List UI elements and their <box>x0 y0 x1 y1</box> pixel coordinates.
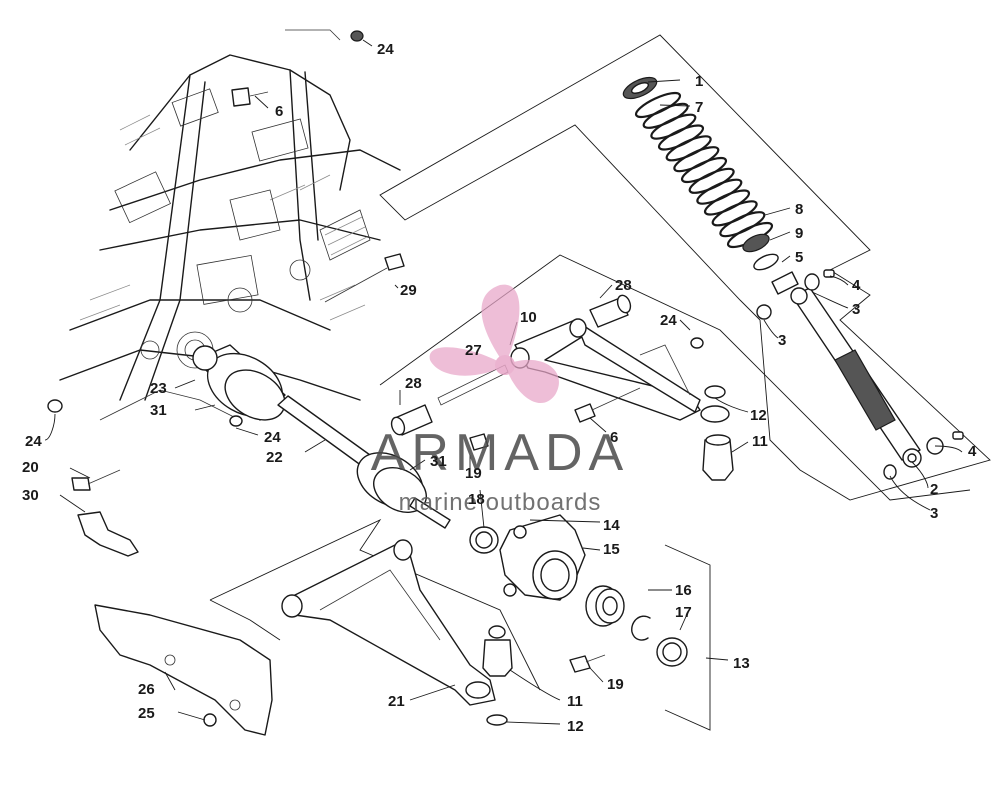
callout-5: 5 <box>795 249 803 266</box>
callout-8: 8 <box>795 201 803 218</box>
callout-23: 23 <box>150 380 167 397</box>
upper-arm-hardware <box>574 337 704 423</box>
callout-28: 28 <box>405 375 422 392</box>
assembly-outline-hub <box>664 544 711 731</box>
callout-25: 25 <box>138 705 155 722</box>
callout-19: 19 <box>607 676 624 693</box>
spring-retainer <box>622 76 658 100</box>
callout-11: 11 <box>567 693 583 710</box>
propeller-blade <box>429 347 505 376</box>
upper-a-arm <box>510 318 730 423</box>
callout-16: 16 <box>675 582 692 599</box>
leader-lines <box>44 39 963 725</box>
propeller-blade <box>481 284 520 365</box>
callout-26: 26 <box>138 681 155 698</box>
cv-axle <box>192 344 451 529</box>
callout-2: 2 <box>930 481 938 498</box>
callout-31: 31 <box>150 402 167 419</box>
callout-11: 11 <box>752 433 768 450</box>
callout-21: 21 <box>388 693 405 710</box>
callout-12: 12 <box>750 407 767 424</box>
callout-24: 24 <box>377 41 394 58</box>
assembly-outline-lower-arm <box>209 518 541 691</box>
callout-18: 18 <box>468 491 485 508</box>
lower-ball-joint <box>482 625 513 726</box>
callout-9: 9 <box>795 225 803 242</box>
watermark-brand: ARMADA <box>371 424 629 482</box>
callout-4: 4 <box>852 277 861 294</box>
callout-24: 24 <box>25 433 42 450</box>
callout-12: 12 <box>567 718 584 735</box>
callout-22: 22 <box>266 449 283 466</box>
callout-3: 3 <box>778 332 786 349</box>
callout-13: 13 <box>733 655 750 672</box>
callout-24: 24 <box>660 312 677 329</box>
callout-15: 15 <box>603 541 620 558</box>
callout-27: 27 <box>465 342 482 359</box>
vehicle-frame <box>59 29 401 421</box>
hub-seals <box>469 526 688 667</box>
steering-knuckle <box>499 514 586 601</box>
callout-19: 19 <box>465 465 482 482</box>
callout-24: 24 <box>264 429 281 446</box>
wheel-bearing <box>585 585 625 627</box>
upper-ball-joint <box>702 434 734 481</box>
callout-6: 6 <box>610 429 618 446</box>
callout-17: 17 <box>675 604 692 621</box>
callout-6: 6 <box>275 103 283 120</box>
callout-7: 7 <box>695 99 703 116</box>
frame-hardware <box>47 30 489 451</box>
shock-absorber <box>790 287 922 468</box>
callout-14: 14 <box>603 517 620 534</box>
propeller-logo <box>429 284 559 404</box>
callout-3: 3 <box>930 505 938 522</box>
callout-20: 20 <box>22 459 39 476</box>
watermark-tagline: marine outboards <box>399 489 602 516</box>
spring-adjuster <box>742 233 799 295</box>
coil-spring <box>634 91 774 249</box>
assembly-outline-shock <box>379 34 991 501</box>
callout-31: 31 <box>430 453 447 470</box>
propeller-blade <box>505 359 559 404</box>
skid-plate <box>94 604 273 736</box>
callout-28: 28 <box>615 277 632 294</box>
callout-29: 29 <box>400 282 417 299</box>
upper-arm-bushings <box>390 294 632 436</box>
callout-3: 3 <box>852 301 860 318</box>
callout-labels: 24 6 1 7 8 9 5 4 3 3 29 28 10 24 27 28 2… <box>22 41 977 735</box>
callout-30: 30 <box>22 487 39 504</box>
watermark: ARMADA marine outboards <box>371 284 629 516</box>
lower-arm-hardware <box>71 469 606 673</box>
callout-1: 1 <box>695 73 703 90</box>
callout-4: 4 <box>968 443 977 460</box>
propeller-hub <box>495 355 515 375</box>
callout-10: 10 <box>520 309 537 326</box>
lower-a-arm <box>281 539 496 706</box>
